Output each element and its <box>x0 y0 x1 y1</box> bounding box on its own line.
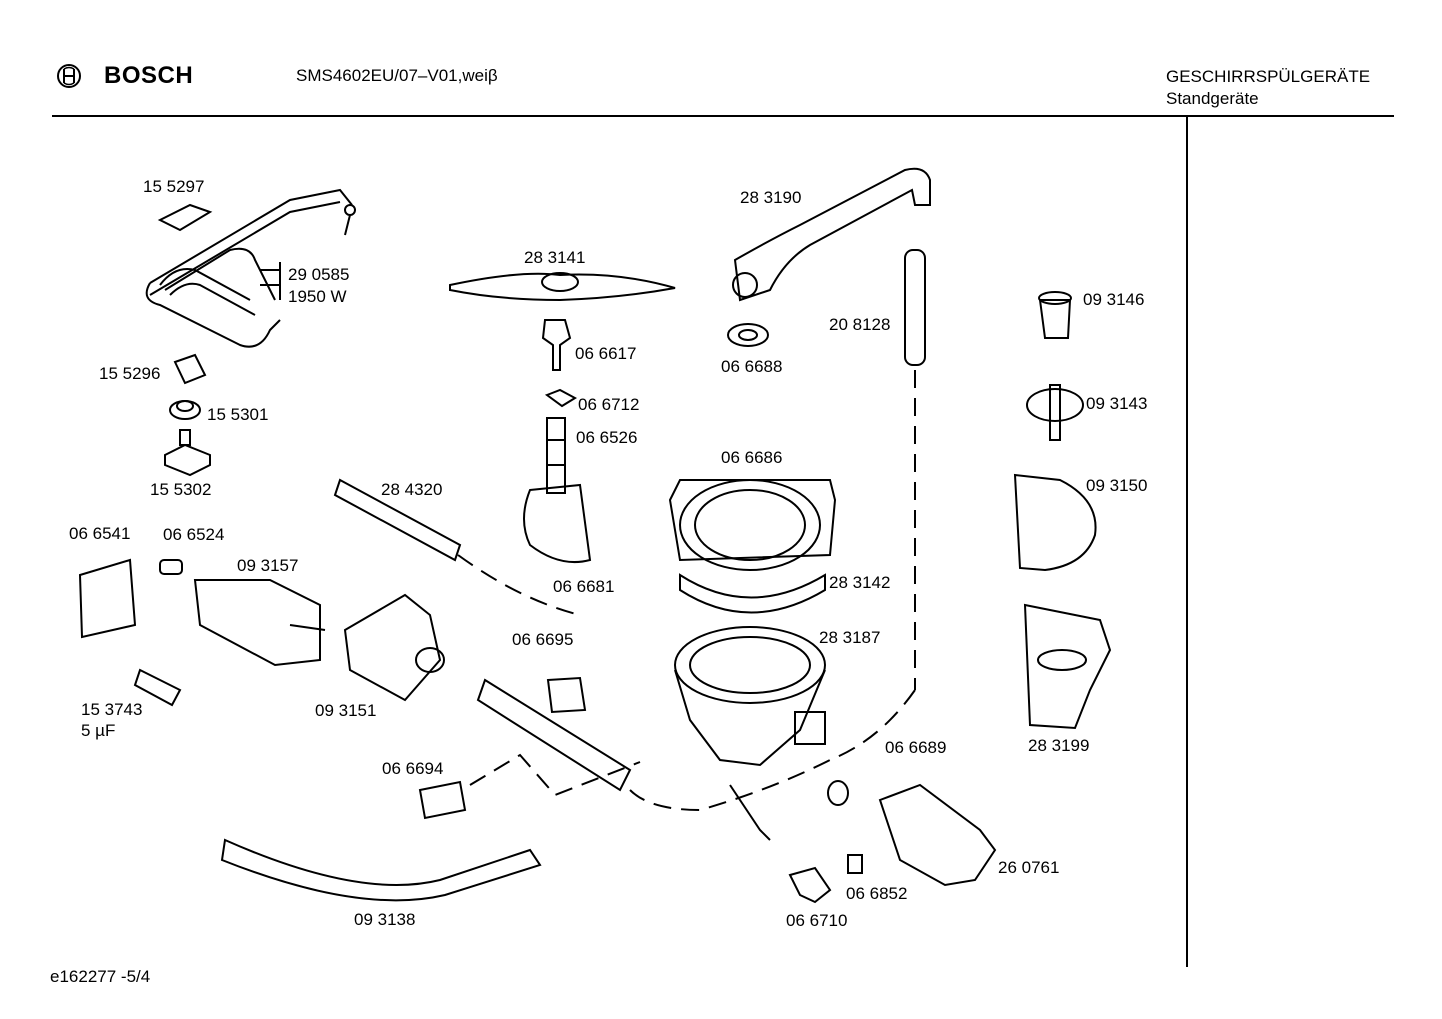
part-label: 09 3157 <box>237 556 299 575</box>
header-divider <box>52 115 1394 117</box>
part-label: 06 6526 <box>576 428 638 447</box>
gasket-drawing <box>679 573 826 614</box>
part-label: 15 5302 <box>150 480 212 499</box>
part-label: 5 µF <box>81 721 116 740</box>
part-label: 06 6694 <box>382 759 444 778</box>
nozzle-drawing <box>541 319 572 371</box>
sump-drawing <box>674 626 826 767</box>
pump-motor-drawing <box>193 579 326 667</box>
seal-drawing <box>544 388 578 408</box>
part-label: 28 4320 <box>381 480 443 499</box>
part-label: 06 6695 <box>512 630 574 649</box>
model-number: SMS4602EU/07–V01,weiβ <box>296 66 498 85</box>
part-label: 06 6689 <box>885 738 947 757</box>
part-label: 15 5297 <box>143 177 205 196</box>
ring-drawing <box>727 323 769 347</box>
category-title: GESCHIRRSPÜLGERÄTE <box>1166 67 1371 86</box>
inlet-valve-drawing <box>878 783 997 887</box>
o-ring-drawing <box>827 780 849 806</box>
hose-tube-drawing <box>333 478 581 616</box>
part-label: 06 6541 <box>69 524 131 543</box>
clip-3-drawing <box>847 854 863 874</box>
micro-filter-drawing <box>1038 291 1072 339</box>
pipe-drawing <box>904 249 926 690</box>
part-label: 15 5301 <box>207 405 269 424</box>
tube-drawing <box>546 417 566 494</box>
part-label: 06 6617 <box>575 344 637 363</box>
drain-hose-drawing <box>220 838 542 902</box>
heating-element-drawing <box>145 188 356 348</box>
part-label: 26 0761 <box>998 858 1060 877</box>
thermostat-drawing <box>164 429 211 477</box>
part-label: 28 3141 <box>524 248 586 267</box>
bosch-logo-icon <box>57 64 81 88</box>
half-disc-drawing <box>523 483 592 564</box>
part-label: 28 3199 <box>1028 736 1090 755</box>
brand-header: BOSCH <box>56 62 193 90</box>
capacitor-drawing <box>133 668 182 707</box>
pump-housing-drawing <box>343 593 445 702</box>
part-label: 09 3150 <box>1086 476 1148 495</box>
valve-disc-drawing <box>1026 384 1084 441</box>
lower-spray-arm-drawing <box>732 167 931 302</box>
part-label: 09 3146 <box>1083 290 1145 309</box>
part-label: 06 6686 <box>721 448 783 467</box>
part-label: 28 3142 <box>829 573 891 592</box>
clip-2-drawing <box>173 353 207 385</box>
part-label: 29 0585 <box>288 265 350 284</box>
part-label: 09 3138 <box>354 910 416 929</box>
part-label: 06 6524 <box>163 525 225 544</box>
part-label: 28 3190 <box>740 188 802 207</box>
fitting-drawing <box>788 866 832 904</box>
part-label: 09 3151 <box>315 701 377 720</box>
clip-drawing <box>157 203 213 232</box>
part-label: 15 5296 <box>99 364 161 383</box>
category-subtitle: Standgeräte <box>1166 89 1259 108</box>
side-divider <box>1186 117 1188 967</box>
grommet-drawing <box>169 400 201 420</box>
coarse-filter-drawing <box>1023 603 1112 730</box>
bolt-drawing <box>159 559 183 575</box>
hose-drawing <box>418 678 641 820</box>
part-label: 06 6710 <box>786 911 848 930</box>
part-label: 06 6852 <box>846 884 908 903</box>
part-label: 06 6681 <box>553 577 615 596</box>
product-category: GESCHIRRSPÜLGERÄTE Standgeräte <box>1166 66 1370 110</box>
spray-arm-drawing <box>449 272 676 302</box>
filter-plate-drawing <box>1013 473 1097 572</box>
filter-ring-drawing <box>668 479 837 571</box>
part-label: 09 3143 <box>1086 394 1148 413</box>
part-label: 06 6712 <box>578 395 640 414</box>
sleeve-drawing <box>546 676 587 714</box>
part-label: 15 3743 <box>81 700 143 719</box>
brand-name: BOSCH <box>104 62 194 89</box>
part-label: 28 3187 <box>819 628 881 647</box>
part-label: 1950 W <box>288 287 347 306</box>
document-code: e162277 -5/4 <box>50 967 151 986</box>
bracket-drawing <box>78 558 137 639</box>
part-label: 06 6688 <box>721 357 783 376</box>
part-label: 20 8128 <box>829 315 891 334</box>
